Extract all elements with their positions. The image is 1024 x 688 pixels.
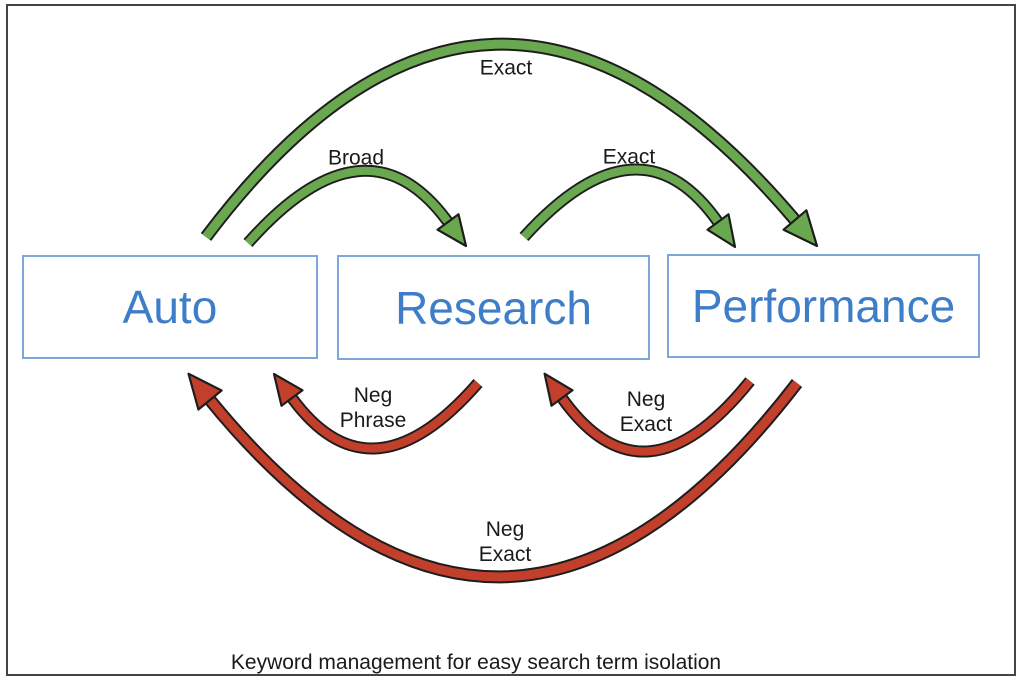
arrow-broad-auto-to-research <box>243 164 468 248</box>
node-auto-label: Auto <box>122 281 218 333</box>
arrowhead-red-research <box>543 372 574 407</box>
arrow-exact-auto-to-performance <box>200 37 819 248</box>
arrowhead-red-auto-small <box>272 372 304 407</box>
arrowhead-green-performance-big <box>782 209 819 248</box>
node-performance-label: Performance <box>691 280 956 332</box>
arrow-label-neg-phrase: Neg Phrase <box>339 384 407 432</box>
arrow-neg-exact-performance-to-auto <box>187 372 803 584</box>
arrow-neg-phrase-research-to-auto <box>272 372 483 455</box>
arrow-exact-research-to-performance <box>519 163 737 249</box>
arrow-label-neg-exact-bottom: Neg Exact <box>478 518 532 566</box>
arrow-neg-exact-performance-to-research <box>543 372 755 458</box>
arrow-label-exact-small: Exact <box>602 145 656 169</box>
node-performance: Performance <box>667 254 980 358</box>
arrowhead-green-research <box>436 213 468 248</box>
arrow-label-broad: Broad <box>327 146 385 170</box>
arrowhead-green-performance-small <box>706 213 737 249</box>
node-research: Research <box>337 255 650 360</box>
arrowhead-red-auto-big <box>187 372 223 411</box>
diagram-caption: Keyword management for easy search term … <box>230 651 722 674</box>
arrow-label-exact-big: Exact <box>479 56 533 80</box>
node-research-label: Research <box>395 281 592 334</box>
arrow-label-neg-exact-mid: Neg Exact <box>619 388 673 436</box>
node-auto: Auto <box>22 255 318 359</box>
